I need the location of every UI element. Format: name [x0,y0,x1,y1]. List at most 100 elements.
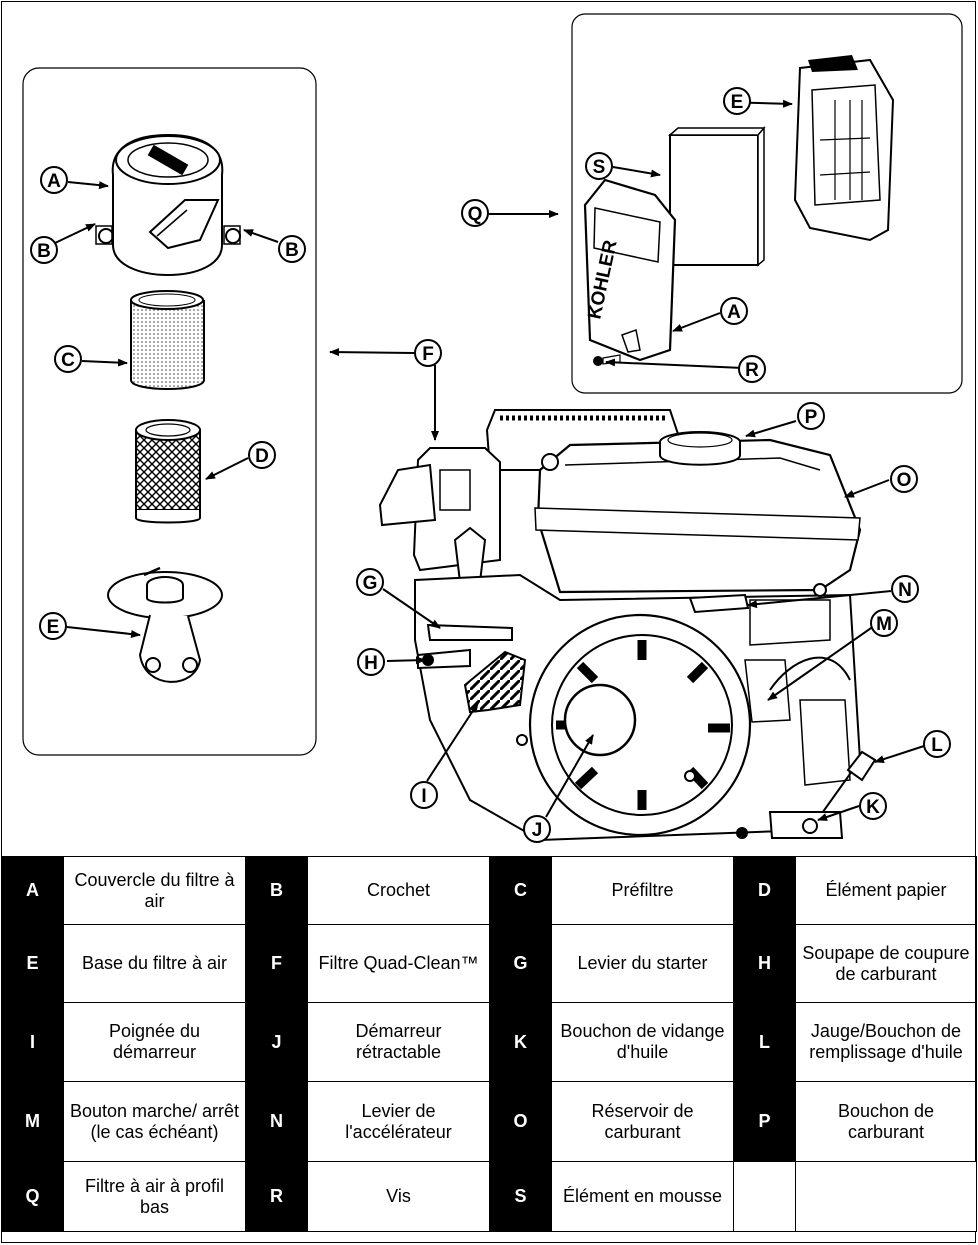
svg-text:H: H [364,653,378,674]
callout-M: M [870,609,898,637]
legend-label: Élément en mousse [551,1161,734,1232]
legend-label: Poignée du démarreur [63,1002,246,1082]
legend-label: Soupape de coupure de carburant [795,924,977,1003]
legend-label: Bouton marche/ arrêt (le cas échéant) [63,1081,246,1162]
low-profile-base [793,55,895,242]
legend-label: Couvercle du filtre à air [63,856,246,925]
legend-key: I [1,1002,64,1082]
air-cleaner-cover [111,133,224,277]
legend-label: Démarreur rétractable [307,1002,490,1082]
legend-key: L [733,1002,796,1082]
svg-text:A: A [727,302,741,323]
callout-G: G [356,568,384,596]
svg-text:Q: Q [468,204,483,225]
clip-right [223,225,241,245]
svg-text:P: P [805,407,818,428]
svg-text:E: E [731,92,744,113]
callout-P: P [797,402,825,430]
engine [378,409,877,842]
air-cleaner-base [107,566,223,683]
legend-key: J [245,1002,308,1082]
callout-C: C [54,345,82,373]
svg-text:A: A [47,171,61,192]
legend-key: F [245,924,308,1003]
low-profile-cover: KOHLER [583,178,677,362]
callout-B-left: B [30,236,58,264]
callout-L: L [923,730,951,758]
legend-key: G [489,924,552,1003]
engine-diagram: K O H L E R [22,13,963,843]
callout-J: J [523,815,551,843]
legend-label: Filtre Quad-Clean™ [307,924,490,1003]
callout-N: N [891,575,919,603]
svg-text:K: K [866,797,880,818]
svg-text:I: I [421,786,426,807]
legend-key: A [1,856,64,925]
callout-R: R [738,355,766,383]
svg-text:F: F [422,344,434,365]
svg-text:M: M [876,614,892,635]
low-profile-panel [571,13,963,394]
foam-element [669,134,759,266]
legend-key: P [733,1081,796,1162]
legend-label: Vis [307,1161,490,1232]
legend-label: Levier du starter [551,924,734,1003]
legend-key: H [733,924,796,1003]
clip-left [95,225,114,245]
legend-row: A Couvercle du filtre à air B Crochet C … [1,856,977,925]
legend-empty-cell [733,1161,796,1232]
legend-key: C [489,856,552,925]
callout-K: K [859,792,887,820]
svg-text:B: B [37,241,51,262]
svg-text:J: J [532,820,543,841]
svg-text:L: L [931,735,943,756]
svg-text:D: D [255,446,269,467]
legend-table: A Couvercle du filtre à air B Crochet C … [1,856,977,1232]
callout-A-left: A [40,166,68,194]
callout-F: F [414,339,442,367]
precleaner [130,290,205,390]
legend-label: Levier de l'accélérateur [307,1081,490,1162]
callout-A-right: A [720,297,748,325]
svg-text:G: G [363,573,378,594]
legend-label: Réservoir de carburant [551,1081,734,1162]
svg-text:B: B [285,240,299,261]
legend-label: Bouchon de carburant [795,1081,977,1162]
svg-text:N: N [898,580,912,601]
callout-D: D [248,441,276,469]
legend-key: N [245,1081,308,1162]
legend-label: Élément papier [795,856,977,925]
legend-key: R [245,1161,308,1232]
legend-key: M [1,1081,64,1162]
legend-key: K [489,1002,552,1082]
legend-key: S [489,1161,552,1232]
svg-text:E: E [47,617,60,638]
legend-row: I Poignée du démarreur J Démarreur rétra… [1,1002,977,1082]
legend-row: E Base du filtre à air F Filtre Quad-Cle… [1,924,977,1003]
callout-E-left: E [39,612,67,640]
callout-Q: Q [461,199,489,227]
legend-label: Crochet [307,856,490,925]
legend-key: D [733,856,796,925]
callout-B-right: B [278,235,306,263]
legend-key: O [489,1081,552,1162]
quad-clean-panel [22,67,317,756]
callout-H: H [357,648,385,676]
callout-S: S [585,152,613,180]
legend-label: Bouchon de vidange d'huile [551,1002,734,1082]
legend-row: M Bouton marche/ arrêt (le cas échéant) … [1,1081,977,1162]
svg-text:R: R [745,360,759,381]
legend-empty-cell [795,1161,977,1232]
legend-key: B [245,856,308,925]
legend-label: Filtre à air à profil bas [63,1161,246,1232]
callout-E-right: E [723,87,751,115]
legend-label: Base du filtre à air [63,924,246,1003]
legend-label: Préfiltre [551,856,734,925]
legend-key: Q [1,1161,64,1232]
paper-element [135,419,201,524]
legend-key: E [1,924,64,1003]
legend-label: Jauge/Bouchon de remplissage d'huile [795,1002,977,1082]
screw [593,354,621,366]
callout-O: O [890,465,918,493]
